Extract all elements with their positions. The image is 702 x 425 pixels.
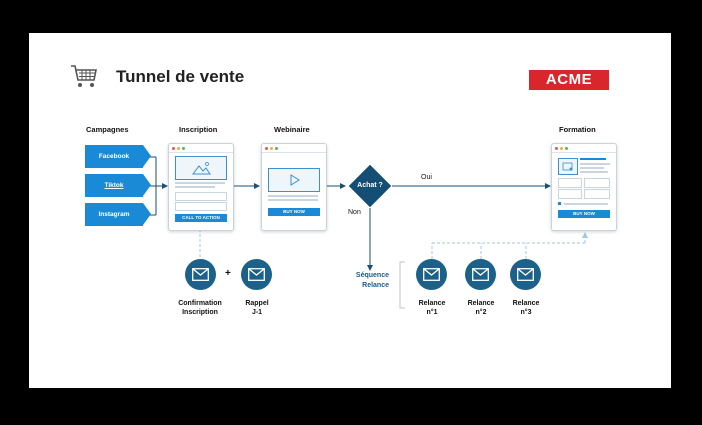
email-rappel-icon (241, 259, 272, 290)
dashed-relances-formation (431, 232, 588, 259)
inscription-page-mockup: CALL TO ACTION (168, 143, 234, 231)
email-relance-3-icon (510, 259, 541, 290)
campaign-facebook[interactable]: Facebook (85, 145, 151, 168)
video-placeholder (268, 168, 320, 192)
connectors (150, 156, 588, 309)
email-relance-1-icon (416, 259, 447, 290)
decision-label: Achat ? (357, 182, 383, 189)
image-placeholder (175, 156, 227, 180)
campaign-instagram[interactable]: Instagram (85, 203, 151, 226)
webinaire-buy-now-button[interactable]: BUY NOW (268, 208, 320, 216)
campaign-merge-lines (150, 156, 168, 216)
cart-icon (69, 61, 99, 96)
heading-formation: Formation (559, 125, 596, 134)
slide: Tunnel de vente ACME Campagnes Inscripti… (29, 33, 671, 388)
formation-page-mockup: BUY NOW (551, 143, 617, 231)
formation-buy-now-button[interactable]: BUY NOW (558, 210, 610, 218)
decision-no-label: Non (348, 209, 361, 216)
label-relance-1: Relance n°1 (418, 300, 446, 316)
label-relance-3: Relance n°3 (512, 300, 540, 316)
certificate-icon (562, 162, 573, 171)
email-confirmation-icon (185, 259, 216, 290)
label-rappel: Rappel J-1 (245, 300, 269, 316)
call-to-action-button[interactable]: CALL TO ACTION (175, 214, 227, 222)
course-thumbnail (558, 158, 578, 175)
email-relance-2-icon (465, 259, 496, 290)
campaign-tiktok[interactable]: Tiktok (85, 174, 151, 197)
heading-campagnes: Campagnes (86, 125, 129, 134)
heading-webinaire: Webinaire (274, 125, 310, 134)
label-relance-2: Relance n°2 (467, 300, 495, 316)
sequence-relance-label: Séquence Relance (355, 272, 389, 289)
relance-bracket (399, 261, 405, 309)
page-title: Tunnel de vente (116, 67, 245, 86)
plus-sign: + (225, 268, 231, 279)
acme-logo: ACME (529, 70, 609, 90)
webinaire-page-mockup: BUY NOW (261, 143, 327, 231)
heading-inscription: Inscription (179, 125, 218, 134)
image-icon (192, 162, 211, 175)
play-icon (290, 174, 300, 186)
label-confirmation: Confirmation Inscription (178, 300, 222, 316)
decision-yes-label: Oui (421, 174, 432, 181)
